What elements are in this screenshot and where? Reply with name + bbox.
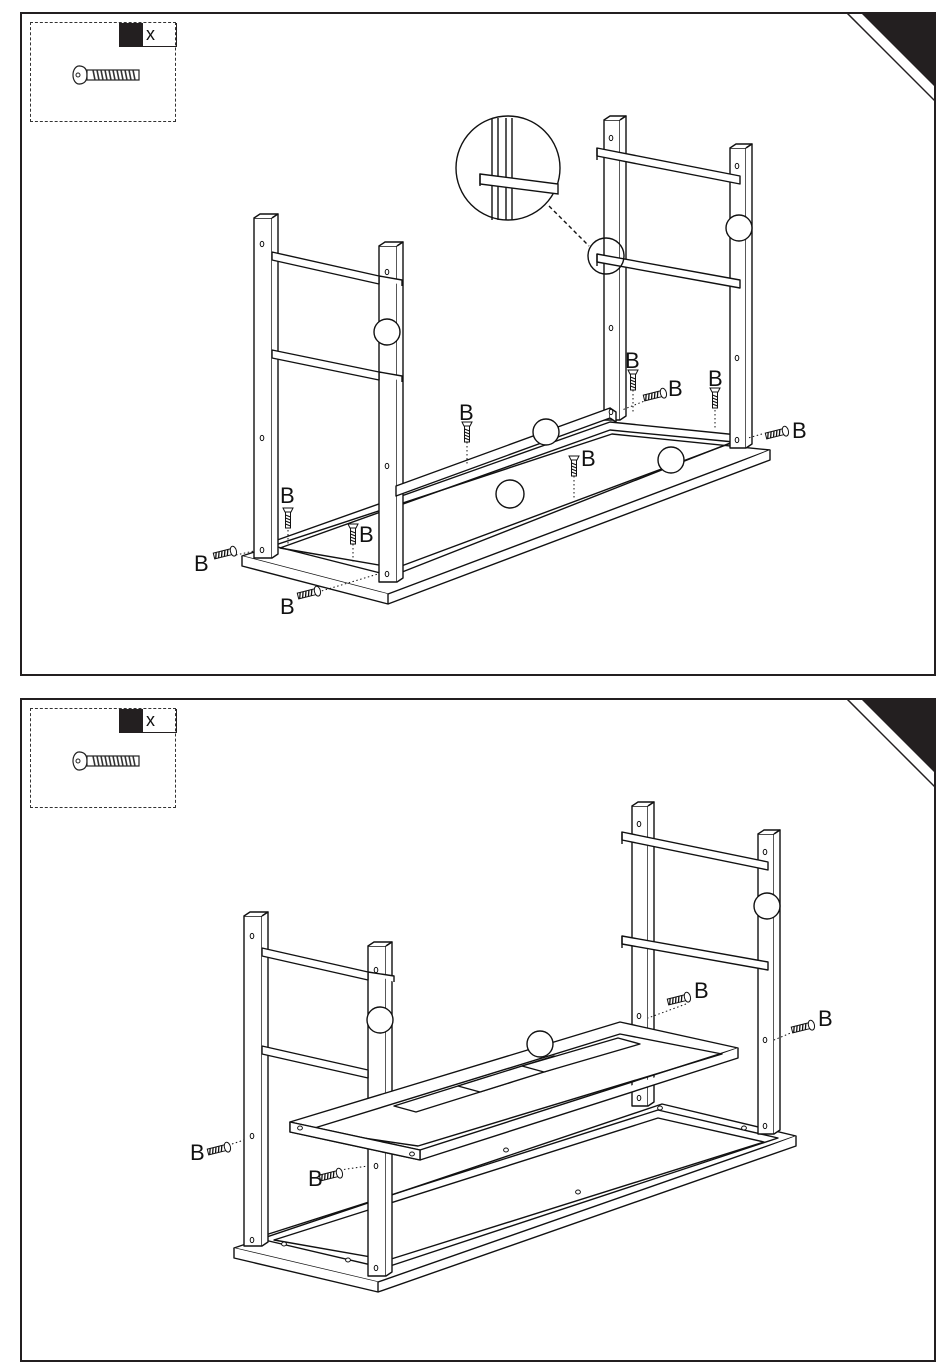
right-front-leg [730,148,746,448]
left-front-leg [379,246,397,582]
left-back-leg [244,916,262,1246]
assembly-drawing-step-1: B B B B B B B B B B [22,14,934,674]
part-b-label: B [708,366,723,391]
part-b-label: B [359,522,374,547]
part-b-label: B [308,1166,323,1191]
part-b-label: B [194,551,209,576]
left-back-leg [254,218,272,558]
part-b-label: B [668,376,683,401]
part-b-label: B [190,1140,205,1165]
assembly-step-2: x [20,698,936,1362]
part-b-label: B [459,400,474,425]
reference-markers [367,893,780,1057]
part-b-label: B [280,483,295,508]
part-b-label: B [792,418,807,443]
right-front-leg [758,834,774,1134]
left-rail-upper [262,948,368,980]
left-rail-lower [262,1046,368,1078]
left-rail-upper [272,252,379,284]
left-rail-lower [272,350,379,380]
part-b-label: B [625,348,640,373]
assembly-drawing-step-2: B B B B [22,700,934,1360]
part-b-label: B [818,1006,833,1031]
part-b-label: B [694,978,709,1003]
detail-callout [456,116,624,274]
assembly-step-1: x [20,12,936,676]
part-b-label: B [581,446,596,471]
part-b-label: B [280,594,295,619]
